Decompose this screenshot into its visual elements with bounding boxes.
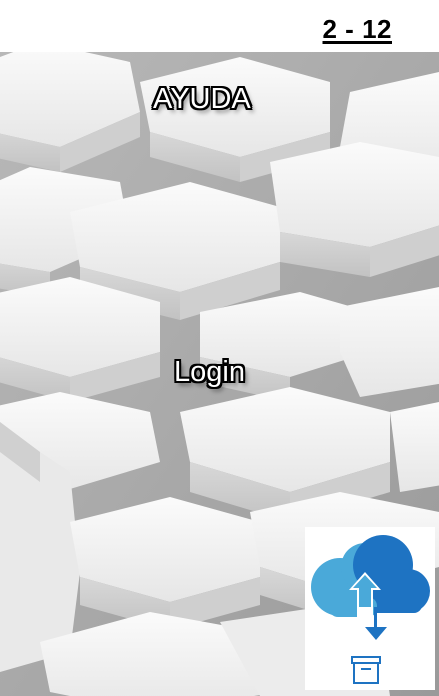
help-link[interactable]: AYUDA [153, 83, 251, 115]
page-counter: 2 - 12 [322, 14, 392, 44]
login-link[interactable]: Login [174, 356, 245, 388]
cloud-archive-icon [311, 535, 430, 684]
top-bar: 2 - 12 [0, 0, 439, 52]
cloud-archive-button[interactable] [305, 527, 435, 690]
